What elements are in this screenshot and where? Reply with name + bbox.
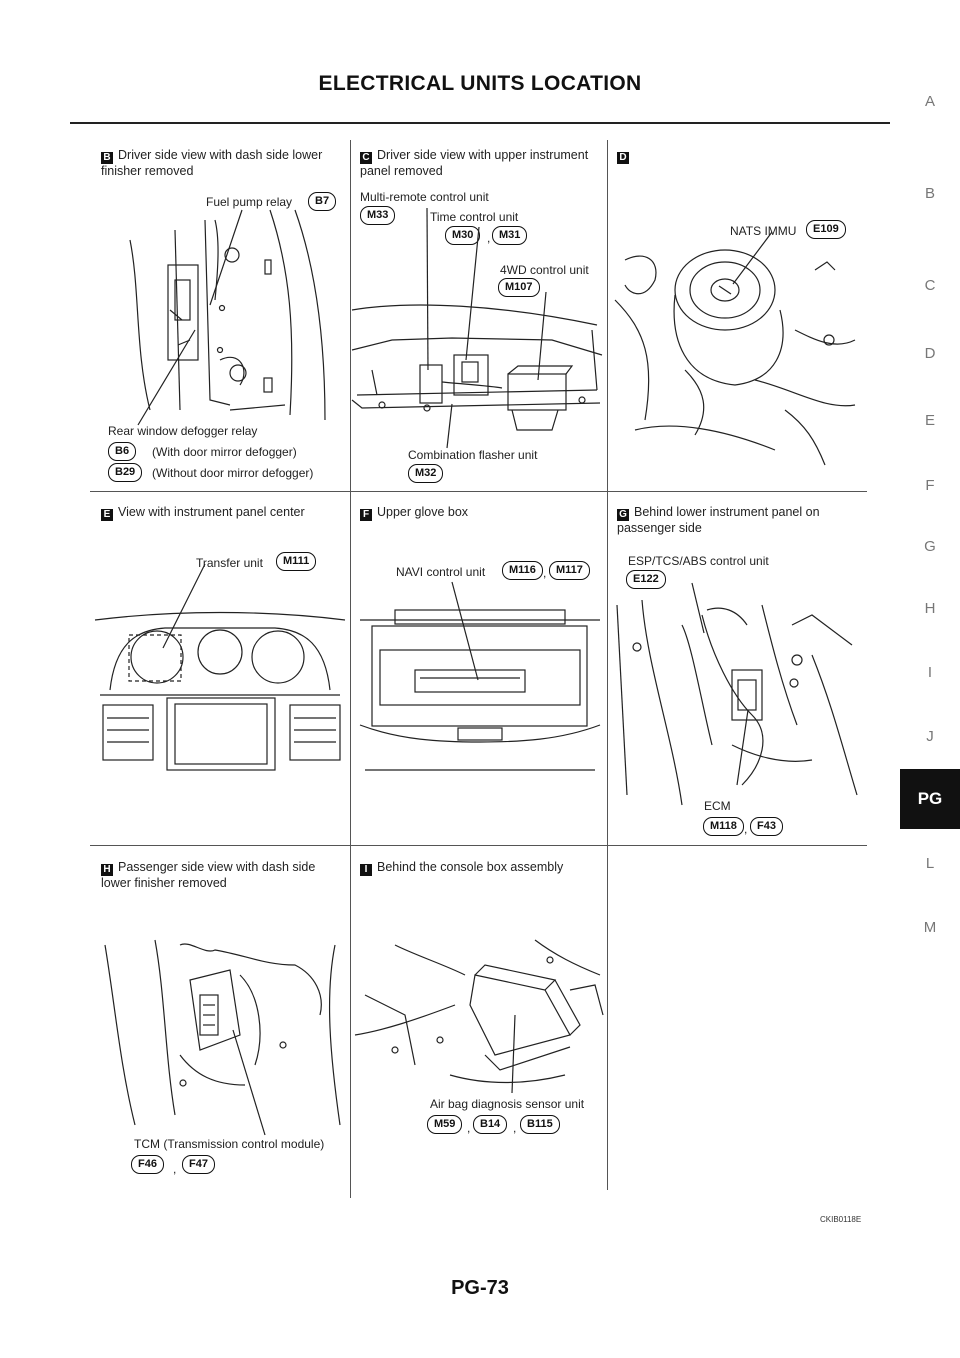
panel-e-letter: E <box>101 509 113 521</box>
grid-line <box>90 845 867 846</box>
upper-instrument-panel-illustration <box>351 207 603 449</box>
grid-line <box>90 491 867 492</box>
tab-i[interactable]: I <box>927 664 933 681</box>
connector-m59: M59 <box>427 1115 463 1134</box>
title-rule <box>70 122 890 124</box>
console-box-illustration <box>354 939 604 1094</box>
separator-comma: , <box>513 1121 517 1135</box>
connector-m31: M31 <box>492 226 528 245</box>
panel-b-letter: B <box>101 152 113 164</box>
connector-m33: M33 <box>360 206 396 225</box>
panel-f-title: Upper glove box <box>377 505 469 519</box>
connector-b6: B6 <box>108 442 137 461</box>
tab-b[interactable]: B <box>924 185 935 202</box>
panel-g-title: Behind lower instrument panel on passeng… <box>617 505 820 535</box>
panel-b-title: Driver side view with dash side lower fi… <box>101 148 323 178</box>
connector-m111: M111 <box>276 552 317 571</box>
panel-d-header: D <box>617 148 634 164</box>
separator-comma: , <box>744 822 748 836</box>
tab-c[interactable]: C <box>924 277 936 294</box>
connector-b29: B29 <box>108 463 143 482</box>
nats-immu-illustration <box>614 231 856 466</box>
panel-i-title: Behind the console box assembly <box>377 860 564 874</box>
instrument-panel-center-illustration <box>94 563 346 771</box>
panel-c-letter: C <box>360 152 372 164</box>
tab-d[interactable]: D <box>924 345 936 362</box>
connector-m32: M32 <box>408 464 444 483</box>
connector-m116: M116 <box>502 561 543 580</box>
grid-line <box>350 140 351 1198</box>
nats-immu-label: NATS IMMU <box>730 224 797 238</box>
panel-c-title: Driver side view with upper instrument p… <box>360 148 589 178</box>
connector-e122: E122 <box>626 570 666 589</box>
tcm-label: TCM (Transmission control module) <box>134 1137 325 1151</box>
driver-dash-side-illustration <box>129 209 326 426</box>
connector-b14: B14 <box>473 1115 508 1134</box>
esp-tcs-abs-control-unit-label: ESP/TCS/ABS control unit <box>628 554 769 568</box>
side-index-tabs: A B C D E F G H I J PG L M <box>900 0 960 1358</box>
panel-f-header: F Upper glove box <box>360 505 468 521</box>
tab-h[interactable]: H <box>924 600 936 617</box>
tab-a[interactable]: A <box>924 93 935 110</box>
panel-i-letter: I <box>360 864 372 876</box>
tab-e[interactable]: E <box>924 412 935 429</box>
rear-window-defogger-relay-label: Rear window defogger relay <box>108 424 258 438</box>
transfer-unit-label: Transfer unit <box>196 556 263 570</box>
separator-comma: , <box>173 1162 177 1176</box>
panel-h-letter: H <box>101 864 113 876</box>
time-control-unit-label: Time control unit <box>430 210 519 224</box>
4wd-control-unit-label: 4WD control unit <box>500 263 589 277</box>
connector-f47: F47 <box>182 1155 215 1174</box>
without-mirror-defogger-label: (Without door mirror defogger) <box>152 466 314 480</box>
connector-m107: M107 <box>498 278 540 297</box>
panel-d-letter: D <box>617 152 629 164</box>
panel-e-header: E View with instrument panel center <box>101 505 305 521</box>
panel-f-letter: F <box>360 509 372 521</box>
connector-b7: B7 <box>308 192 337 211</box>
fuel-pump-relay-label: Fuel pump relay <box>206 195 293 209</box>
page-number: PG-73 <box>451 1277 509 1299</box>
page-title: ELECTRICAL UNITS LOCATION <box>318 72 642 95</box>
passenger-dash-side-illustration <box>104 939 341 1136</box>
connector-b115: B115 <box>520 1115 560 1134</box>
airbag-diagnosis-sensor-unit-label: Air bag diagnosis sensor unit <box>430 1097 585 1111</box>
tab-j[interactable]: J <box>926 728 934 745</box>
connector-m30: M30 <box>445 226 481 245</box>
connector-m118: M118 <box>703 817 744 836</box>
multi-remote-control-unit-label: Multi-remote control unit <box>360 190 489 204</box>
separator-comma: , <box>543 566 547 580</box>
ecm-label: ECM <box>704 799 731 813</box>
tab-pg[interactable]: PG <box>900 769 960 829</box>
panel-h-title: Passenger side view with dash side lower… <box>101 860 316 890</box>
tab-f[interactable]: F <box>925 477 935 494</box>
glove-box-illustration <box>359 581 601 771</box>
connector-f43: F43 <box>750 817 783 836</box>
grid-line <box>607 140 608 1190</box>
tab-l[interactable]: L <box>925 855 935 872</box>
tab-g[interactable]: G <box>924 538 936 555</box>
connector-e109: E109 <box>806 220 846 239</box>
panel-i-header: I Behind the console box assembly <box>360 860 563 876</box>
panel-g-letter: G <box>617 509 629 521</box>
tab-m[interactable]: M <box>923 919 937 936</box>
separator-comma: , <box>487 231 491 245</box>
connector-f46: F46 <box>131 1155 164 1174</box>
connector-m117: M117 <box>549 561 590 580</box>
with-mirror-defogger-label: (With door mirror defogger) <box>152 445 297 459</box>
separator-comma: , <box>467 1121 471 1135</box>
navi-control-unit-label: NAVI control unit <box>396 565 486 579</box>
panel-e-title: View with instrument panel center <box>118 505 305 519</box>
figure-code: CKIB0118E <box>820 1215 862 1224</box>
passenger-lower-panel-illustration <box>616 582 858 806</box>
combination-flasher-unit-label: Combination flasher unit <box>408 448 538 462</box>
